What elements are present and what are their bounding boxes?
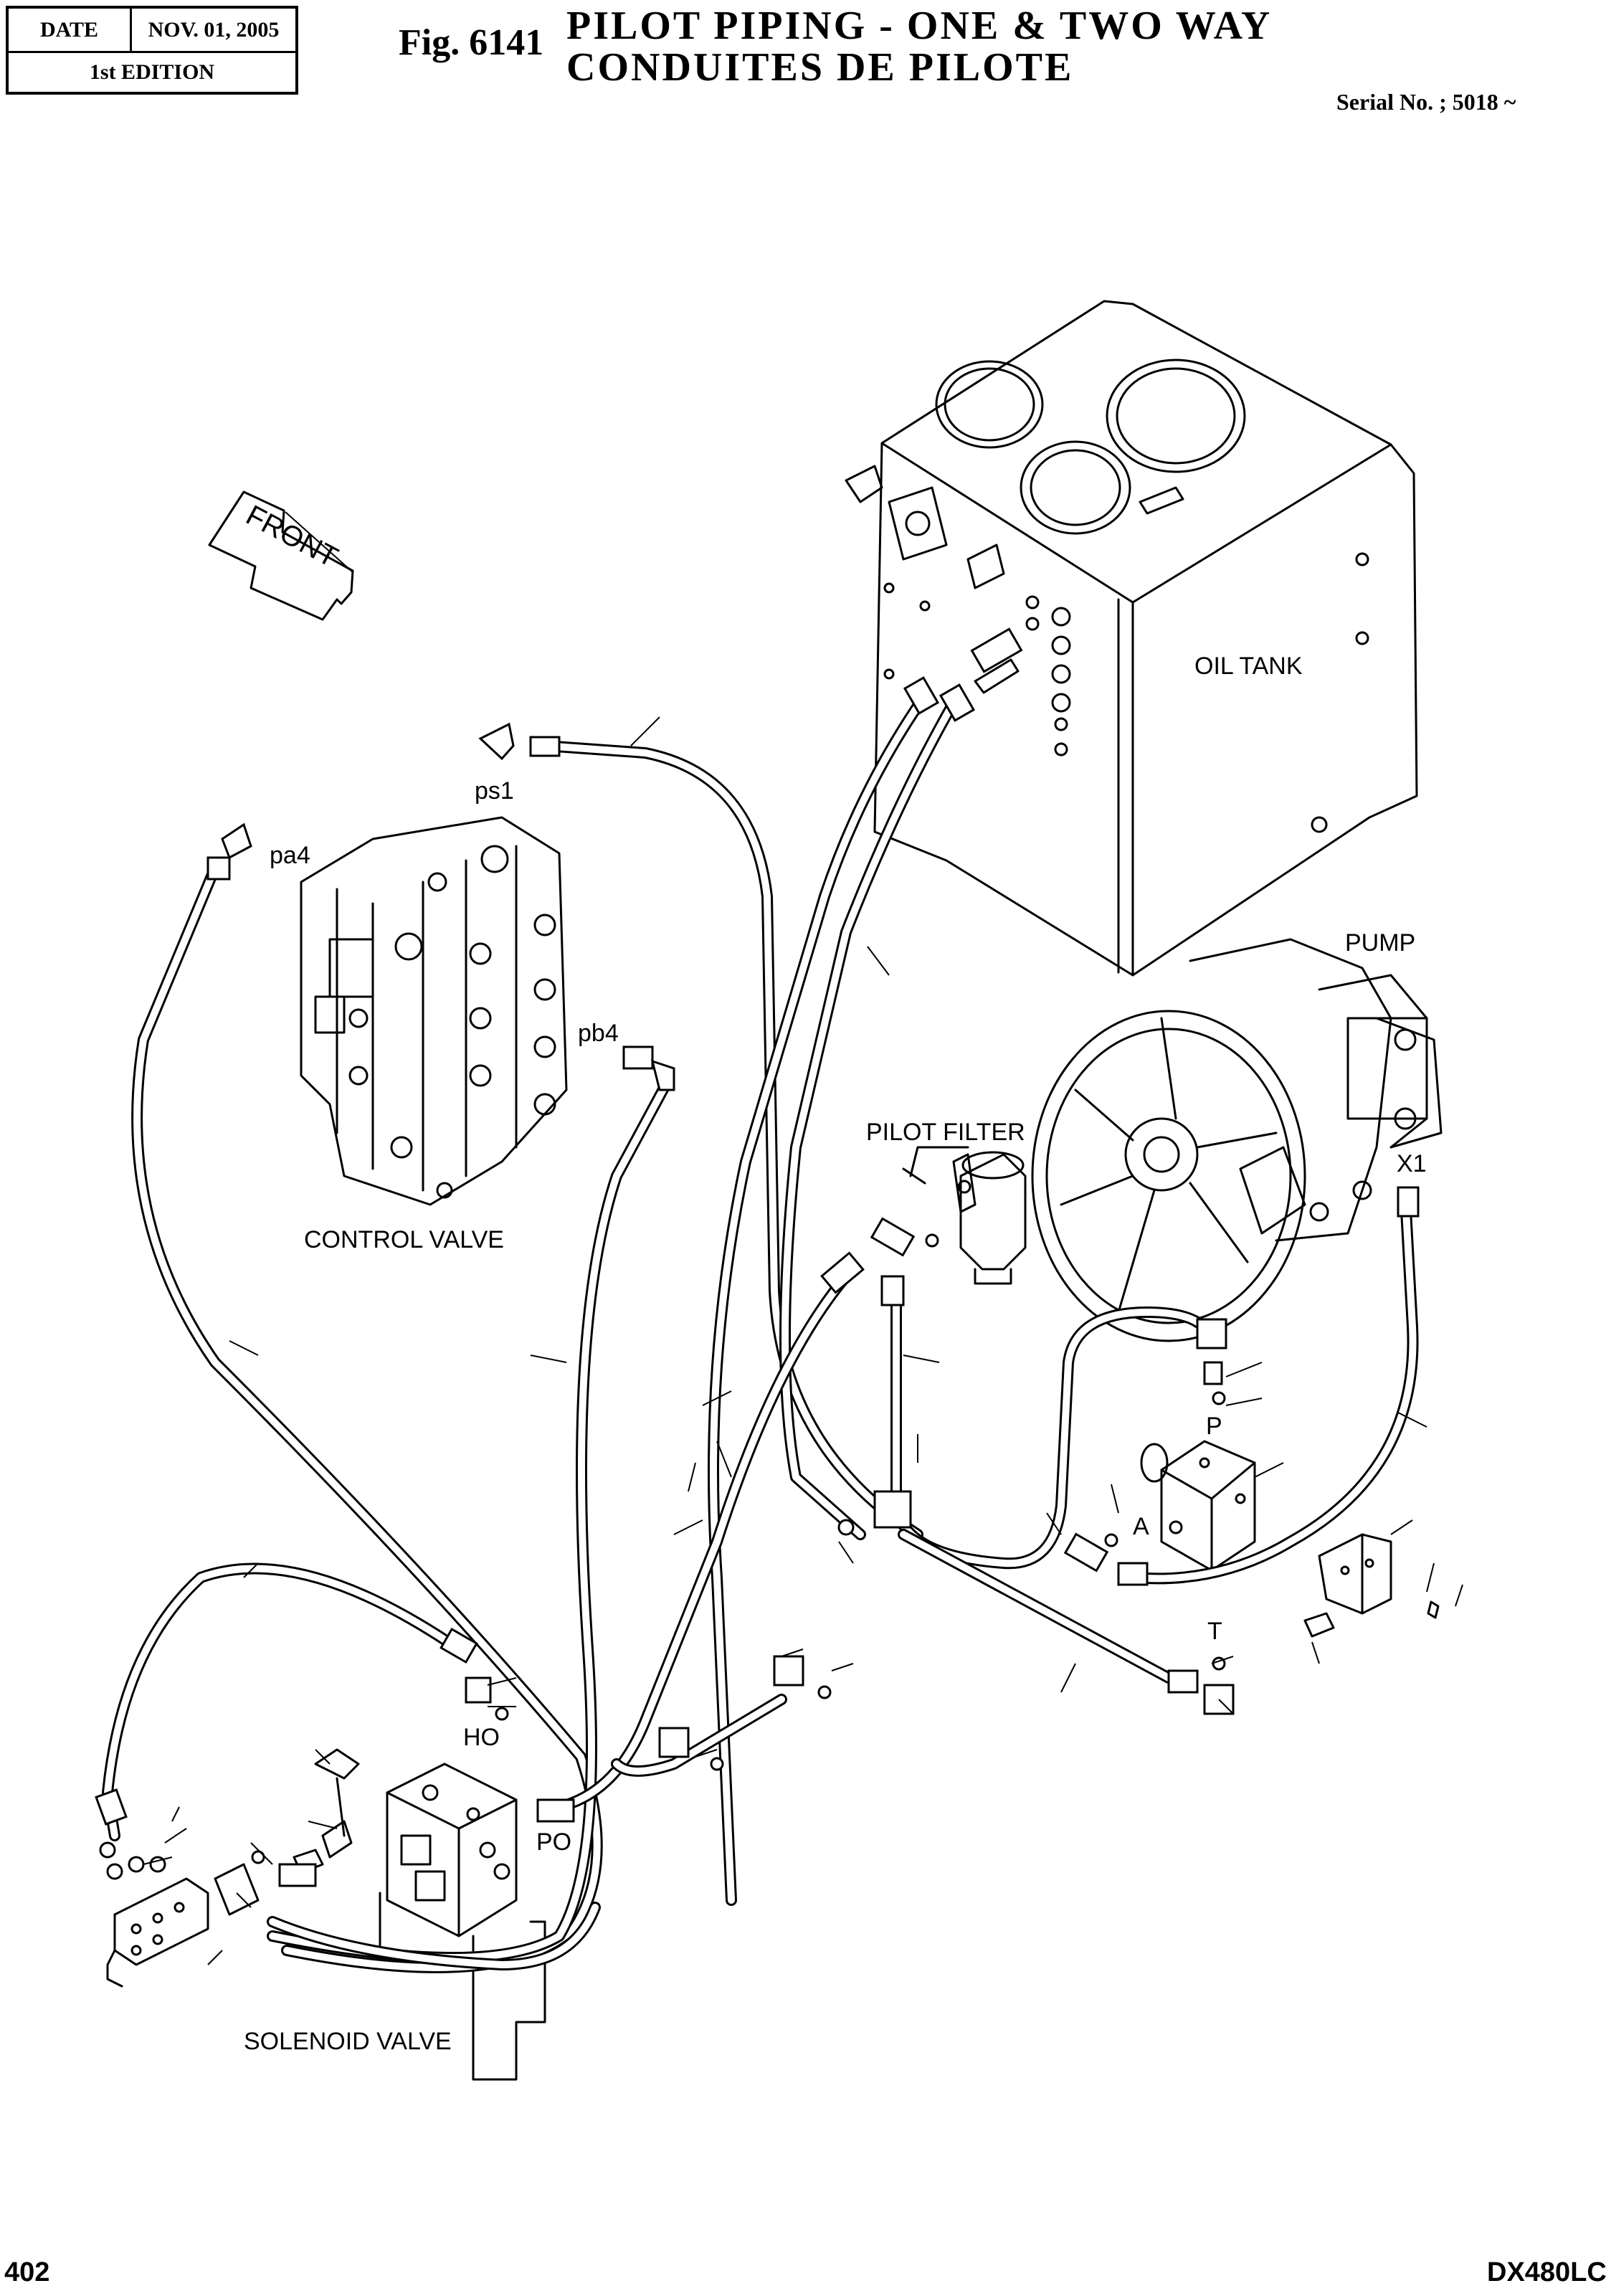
control-valve — [300, 816, 568, 1206]
model-number: DX480LC — [1487, 2257, 1606, 2287]
date-edition-box: DATE NOV. 01, 2005 1st EDITION — [6, 6, 298, 95]
left-bracket — [99, 1841, 260, 1988]
oil-tank — [845, 300, 1418, 977]
valve-block — [1140, 1440, 1256, 1572]
serial-number: Serial No. ; 5018 ~ — [1336, 89, 1516, 115]
pilot-filter — [902, 1146, 1027, 1285]
leader-lines — [143, 716, 1463, 1965]
title-french: CONDUITES DE PILOTE — [566, 45, 1074, 90]
port-x1-label: X1 — [1397, 1150, 1427, 1177]
port-pb4-label: pb4 — [578, 1020, 619, 1047]
date-label: DATE — [9, 9, 132, 53]
pilot-filter-label: PILOT FILTER — [866, 1119, 1025, 1146]
port-po-label: PO — [536, 1828, 572, 1856]
page-number: 402 — [4, 2257, 50, 2287]
port-ho-label: HO — [463, 1724, 500, 1751]
title-english: PILOT PIPING - ONE & TWO WAY — [566, 4, 1273, 48]
port-ps1-label: ps1 — [475, 777, 514, 805]
pump-label: PUMP — [1345, 929, 1416, 957]
hoses — [102, 690, 1419, 1973]
right-bracket — [1303, 1533, 1440, 1638]
solenoid-valve-label: SOLENOID VALVE — [244, 2028, 452, 2055]
port-p-label: P — [1206, 1413, 1222, 1440]
fittings — [95, 617, 1420, 1887]
front-arrow — [208, 490, 354, 621]
figure-number: Fig. 6141 — [399, 22, 544, 63]
date-value: NOV. 01, 2005 — [132, 9, 295, 53]
port-pa4-label: pa4 — [270, 842, 310, 869]
pump — [1031, 938, 1443, 1342]
port-t-label: T — [1207, 1618, 1222, 1645]
solenoid-valve — [293, 1748, 546, 2081]
oil-tank-label: OIL TANK — [1194, 653, 1303, 680]
control-valve-label: CONTROL VALVE — [304, 1226, 504, 1253]
edition-label: 1st EDITION — [89, 60, 215, 84]
port-a-label: A — [1133, 1513, 1149, 1540]
